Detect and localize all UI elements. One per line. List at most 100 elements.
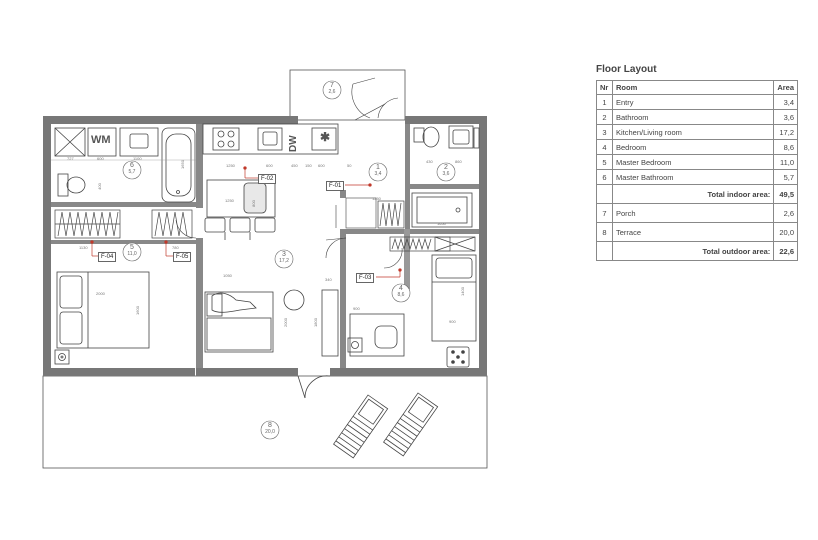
row-room: Bathroom: [611, 109, 775, 125]
tag-f03: F-03: [356, 273, 375, 283]
dim: 450: [291, 163, 298, 168]
dim: 600: [266, 163, 273, 168]
dim: 400: [96, 183, 102, 190]
bathroom-fixtures: [411, 125, 480, 228]
dim: 340: [325, 277, 332, 282]
tag-f01: F-01: [326, 181, 345, 191]
row-nr: 5: [596, 154, 613, 170]
dim: 1600: [134, 306, 140, 315]
freezer-icon: ✱: [320, 130, 331, 144]
dim: 1250: [372, 196, 381, 201]
living-furniture: [204, 289, 339, 399]
exterior-walls: [43, 116, 487, 376]
dim: 1650: [179, 160, 185, 169]
row-nr: 3: [596, 124, 613, 140]
terrace-outline: [42, 375, 488, 469]
dim: 1100: [133, 156, 142, 161]
row-room: Bedroom: [611, 139, 775, 155]
total-indoor-label: Total indoor area:: [611, 184, 775, 204]
row-nr: 2: [596, 109, 613, 125]
row-nr: 4: [596, 139, 613, 155]
row-area: 17,2: [773, 124, 798, 140]
dim: 780: [172, 245, 179, 250]
dim: 600: [97, 156, 104, 161]
dim: 900: [449, 319, 456, 324]
row-area: 8,6: [773, 139, 798, 155]
dim: 1250: [226, 163, 235, 168]
dim: 860: [455, 159, 462, 164]
dim: 1800: [312, 318, 318, 327]
total-indoor-row: Total indoor area: 49,5: [596, 184, 798, 204]
row-room: Porch: [611, 203, 775, 223]
dim: 150: [305, 163, 312, 168]
dim: 2000: [96, 291, 105, 296]
sun-loungers: [333, 392, 439, 459]
dim: 430: [426, 159, 433, 164]
row-room: Master Bathroom: [611, 169, 775, 185]
row-room: Entry: [611, 94, 775, 110]
total-outdoor-row: Total outdoor area: 22,6: [596, 241, 798, 261]
row-area: 3,4: [773, 94, 798, 110]
kitchen-fixtures: [202, 123, 339, 240]
dim: 1050: [223, 273, 232, 278]
row-area: 5,7: [773, 169, 798, 185]
dim: 2000: [282, 318, 288, 327]
bedroom-furniture: [347, 254, 477, 368]
dim: 1250: [225, 198, 234, 203]
row-room: Terrace: [611, 222, 775, 242]
total-outdoor-label: Total outdoor area:: [611, 241, 775, 261]
tag-leaders: [90, 166, 402, 278]
row-room: Master Bedroom: [611, 154, 775, 170]
tag-f05: F-05: [173, 252, 192, 262]
dim: 1130: [79, 245, 88, 250]
header-nr: Nr: [596, 80, 613, 95]
row-area: 3,6: [773, 109, 798, 125]
porch-outline: [289, 69, 406, 121]
header-area: Area: [773, 80, 798, 95]
row-nr: 1: [596, 94, 613, 110]
dim: 727: [67, 156, 74, 161]
row-nr: 7: [596, 203, 613, 223]
row-nr: 6: [596, 169, 613, 185]
master-bed: [54, 271, 150, 365]
total-indoor-value: 49,5: [773, 184, 798, 204]
row-area: 2,6: [773, 203, 798, 223]
row-nr: 8: [596, 222, 613, 242]
dim: 50: [347, 163, 352, 168]
tag-f02: F-02: [258, 174, 277, 184]
legend-header-row: Nr Room Area: [596, 80, 798, 95]
dim: 900: [353, 306, 360, 311]
legend-title: Floor Layout: [596, 64, 657, 75]
room-markers: [122, 80, 456, 440]
dim: 800: [250, 200, 256, 207]
dim: 600: [318, 163, 325, 168]
dim: 1650: [437, 221, 446, 226]
row-room: Kitchen/Living room: [611, 124, 775, 140]
master-bathroom-fixtures: [51, 127, 196, 203]
row-area: 20,0: [773, 222, 798, 242]
washing-machine-label: WM: [91, 134, 111, 146]
interior-walls: [51, 124, 479, 368]
doors: [175, 77, 403, 269]
row-area: 11,0: [773, 154, 798, 170]
dishwasher-label: DW: [288, 135, 299, 152]
total-outdoor-value: 22,6: [773, 241, 798, 261]
